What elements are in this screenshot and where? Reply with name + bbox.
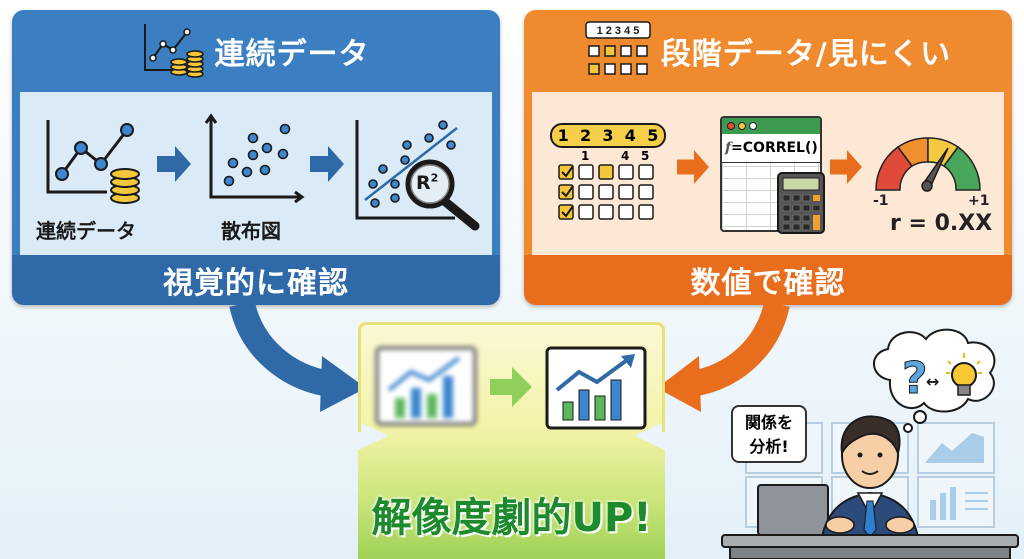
panel-footer: 視覚的に確認 (12, 255, 500, 305)
step-label-scatter: 散布図 (221, 219, 281, 243)
sub-number: 5 (641, 149, 650, 163)
arrow-right-icon (490, 367, 532, 407)
r-squared-badge: R2 (416, 170, 438, 194)
correlation-gauge-icon (875, 137, 981, 192)
scale-number: 1 (557, 126, 569, 145)
arrow-right-icon (830, 150, 862, 184)
sub-number: 1 (581, 149, 590, 163)
question-mark-icon: ? (902, 353, 928, 404)
line-chart-coins-icon (143, 24, 204, 78)
orange-curved-arrow-icon (657, 300, 790, 412)
lightbulb-icon (946, 353, 982, 396)
line-chart-icon (46, 120, 140, 204)
headline: 解像度劇的UP! (371, 495, 652, 541)
step-label-continuous: 連続データ (36, 219, 136, 243)
regression-magnifier-icon (355, 120, 480, 231)
close-dot-icon (727, 122, 735, 130)
rating-checklist-icon: 1 2 3 4 5 (585, 21, 651, 75)
arrow-right-icon (677, 150, 709, 184)
correlation-result: r = 0.XX (890, 211, 993, 236)
r-squared-text: R2 (416, 171, 439, 194)
gauge-min-label: -1 (873, 193, 889, 209)
scale-number: 3 (602, 126, 614, 145)
function-icon: f (725, 140, 732, 156)
window-titlebar (722, 118, 820, 134)
ordinal-data-panel: 1 2 3 4 5 段階データ/見にくい 数値で確認 (524, 10, 1012, 305)
scatter-plot-icon (204, 113, 305, 204)
analyst-illustration: ? ↔ (721, 328, 1019, 559)
scale-number: 2 (580, 126, 592, 145)
formula-bar: f =CORREL() (722, 134, 820, 163)
desk (721, 534, 1019, 548)
thought-cloud (873, 328, 996, 413)
svg-text:1 2 3 4 5: 1 2 3 4 5 (596, 25, 639, 37)
bidirectional-arrow-icon: ↔ (926, 372, 939, 391)
scale-number: 4 (624, 126, 636, 145)
formula-text: =CORREL() (731, 140, 818, 156)
gauge-max-label: +1 (968, 193, 990, 209)
blurry-chart-icon (375, 346, 477, 426)
minimize-dot-icon (738, 122, 746, 130)
likert-scale: 1 2 3 4 5 (550, 123, 666, 148)
blue-curved-arrow-icon (229, 300, 366, 412)
panel-title: 連続データ (214, 37, 370, 72)
speech-line: 関係を (744, 413, 793, 432)
panel-title: 段階データ/見にくい (660, 37, 952, 72)
speech-bubble: 関係を 分析! (731, 405, 807, 463)
panel-header: 連続データ (12, 10, 500, 92)
panel-header: 1 2 3 4 5 段階データ/見にくい (524, 10, 1012, 92)
scale-number: 5 (647, 126, 659, 145)
sharp-chart-icon (545, 346, 647, 430)
superscript: 2 (430, 171, 439, 185)
arrow-right-icon (310, 146, 344, 182)
center-panel-border (358, 322, 665, 432)
checkbox-grid-icon (558, 164, 654, 220)
maximize-dot-icon (749, 122, 757, 130)
arrow-right-icon (157, 146, 191, 182)
calculator-icon (777, 172, 825, 234)
panel-footer: 数値で確認 (524, 255, 1012, 305)
sub-number: 4 (621, 149, 630, 163)
speech-line: 分析! (749, 437, 789, 456)
